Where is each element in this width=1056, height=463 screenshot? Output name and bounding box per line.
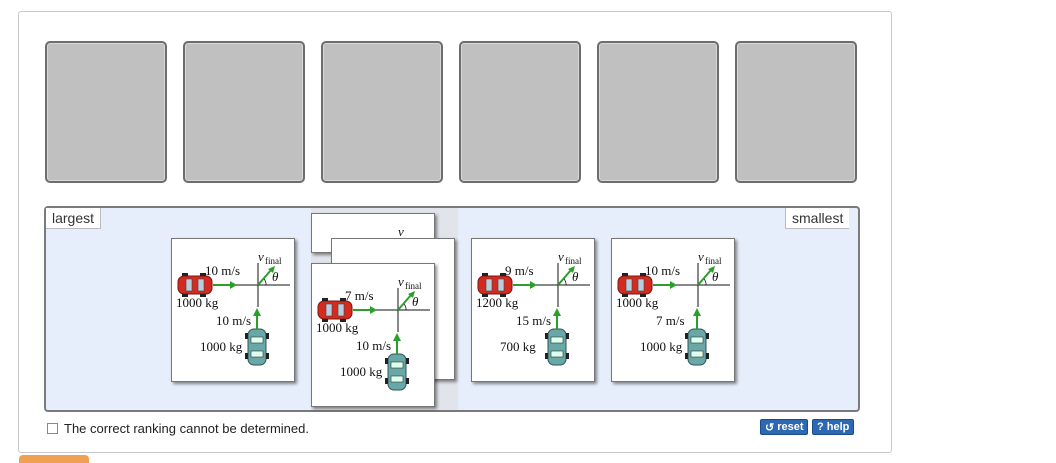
collision-card[interactable]: v final θ 10 m/s 1000 kg 10 m/s 1000 kg (171, 238, 295, 382)
red-car-icon (317, 298, 353, 322)
cannot-determine-label: The correct ranking cannot be determined… (64, 421, 309, 436)
teal-car-icon (245, 328, 269, 366)
car2-speed: 7 m/s (656, 313, 685, 328)
car1-mass: 1000 kg (176, 295, 219, 310)
vfinal-subscript: final (705, 256, 722, 266)
vfinal-label: v (398, 274, 404, 289)
rank-slot-6[interactable] (735, 41, 857, 183)
vfinal-label: v (398, 224, 404, 239)
help-icon: ? (817, 421, 824, 433)
theta-label: θ (712, 269, 719, 284)
collision-card[interactable]: v final θ 9 m/s 1200 kg 15 m/s 700 kg (471, 238, 595, 382)
collision-card[interactable]: v final θ 7 m/s 1000 kg 10 m/s 1000 kg (311, 263, 435, 407)
rank-slot-3[interactable] (321, 41, 443, 183)
teal-car-icon (385, 353, 409, 391)
theta-label: θ (272, 269, 279, 284)
red-car-icon (477, 273, 513, 297)
vfinal-subscript: final (265, 256, 282, 266)
vfinal-subscript: final (405, 281, 422, 291)
cannot-determine-row[interactable]: The correct ranking cannot be determined… (47, 421, 309, 436)
cannot-determine-checkbox[interactable] (47, 423, 58, 434)
smallest-label: smallest (785, 208, 850, 229)
reset-button[interactable]: ↺ reset (760, 419, 808, 435)
car1-speed: 10 m/s (205, 263, 240, 278)
car1-mass: 1000 kg (616, 295, 659, 310)
help-label: help (826, 421, 850, 433)
rank-slot-2[interactable] (183, 41, 305, 183)
car2-mass: 1000 kg (340, 364, 383, 379)
car1-speed: 10 m/s (645, 263, 680, 278)
car2-mass: 700 kg (500, 339, 536, 354)
car1-mass: 1200 kg (476, 295, 519, 310)
car1-mass: 1000 kg (316, 320, 359, 335)
car2-speed: 10 m/s (356, 338, 391, 353)
help-button[interactable]: ? help (812, 419, 854, 435)
theta-label: θ (572, 269, 579, 284)
submit-button-partial[interactable] (19, 455, 89, 463)
car2-speed: 15 m/s (516, 313, 551, 328)
car1-speed: 9 m/s (505, 263, 534, 278)
vfinal-label: v (698, 249, 704, 264)
largest-label: largest (46, 208, 102, 229)
car2-mass: 1000 kg (640, 339, 683, 354)
car2-mass: 1000 kg (200, 339, 243, 354)
teal-car-icon (545, 328, 569, 366)
reset-label: reset (777, 421, 804, 433)
car2-speed: 10 m/s (216, 313, 251, 328)
vfinal-subscript: final (565, 256, 582, 266)
car1-speed: 7 m/s (345, 288, 374, 303)
red-car-icon (177, 273, 213, 297)
vfinal-label: v (258, 249, 264, 264)
rank-slot-1[interactable] (45, 41, 167, 183)
collision-card[interactable]: v final θ 10 m/s 1000 kg 7 m/s 1000 kg (611, 238, 735, 382)
rank-slot-5[interactable] (597, 41, 719, 183)
teal-car-icon (685, 328, 709, 366)
theta-label: θ (412, 294, 419, 309)
red-car-icon (617, 273, 653, 297)
reset-icon: ↺ (765, 421, 775, 434)
rank-slot-4[interactable] (459, 41, 581, 183)
vfinal-label: v (558, 249, 564, 264)
